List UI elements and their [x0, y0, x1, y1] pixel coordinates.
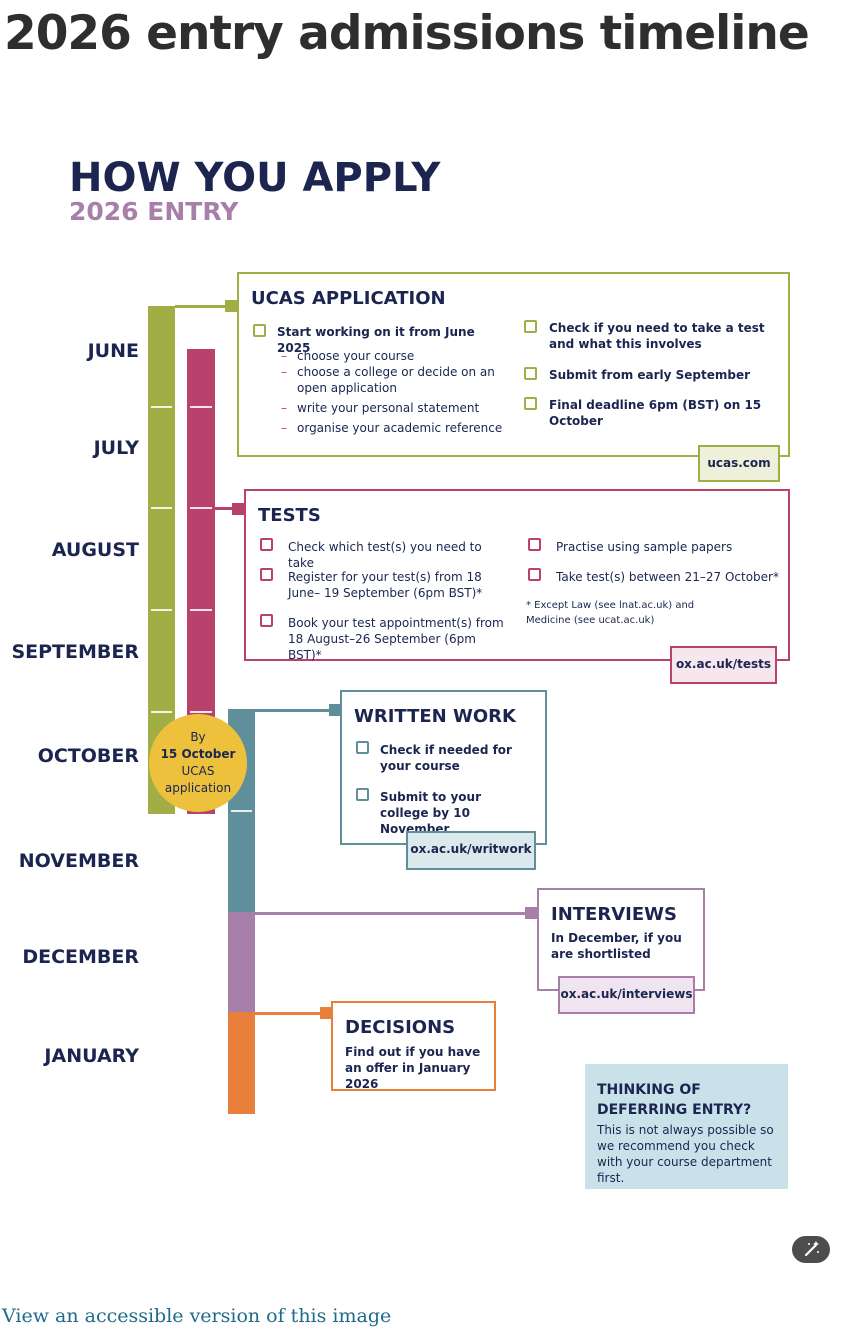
tests-link[interactable]: ox.ac.uk/tests — [670, 646, 777, 684]
tests-connector — [215, 507, 239, 510]
checkbox-icon — [260, 568, 273, 581]
written-work-panel: WRITTEN WORK Check if needed for your co… — [340, 690, 547, 845]
checkbox-icon — [524, 367, 537, 380]
decisions-title: DECISIONS — [345, 1017, 456, 1038]
checkbox-icon — [260, 614, 273, 627]
interviews-connector-marker — [525, 907, 537, 919]
deferring-text: This is not always possible so we recomm… — [597, 1123, 774, 1185]
checkbox-icon — [260, 538, 273, 551]
checkbox-icon — [524, 320, 537, 333]
magic-wand-button[interactable] — [792, 1236, 830, 1263]
tests-footnote: * Except Law (see lnat.ac.uk) and Medici… — [526, 600, 695, 626]
month-june: JUNE — [87, 340, 139, 362]
month-december: DECEMBER — [22, 946, 139, 968]
written-title: WRITTEN WORK — [354, 706, 516, 727]
ucas-link[interactable]: ucas.com — [698, 445, 780, 482]
ucas-title: UCAS APPLICATION — [251, 288, 446, 309]
deferring-entry-box: THINKING OF DEFERRING ENTRY? This is not… — [585, 1064, 788, 1189]
infographic-subtitle: 2026 ENTRY — [69, 197, 239, 226]
interviews-connector — [255, 912, 531, 915]
checkbox-icon — [356, 741, 369, 754]
month-january: JANUARY — [44, 1045, 139, 1067]
tests-title: TESTS — [258, 505, 321, 526]
interviews-title: INTERVIEWS — [551, 904, 677, 925]
ucas-connector — [175, 305, 231, 308]
infographic-title: HOW YOU APPLY — [69, 155, 441, 201]
month-november: NOVEMBER — [18, 850, 139, 872]
magic-wand-icon — [804, 1241, 819, 1257]
month-september: SEPTEMBER — [11, 641, 139, 663]
tests-connector-marker — [232, 503, 244, 515]
month-october: OCTOBER — [37, 745, 139, 767]
month-july: JULY — [93, 437, 139, 459]
ucas-connector-marker — [225, 300, 237, 312]
checkbox-icon — [524, 397, 537, 410]
ucas-deadline-badge: By 15 October UCAS application — [149, 714, 247, 812]
decisions-timeline-bar — [228, 1012, 255, 1114]
page-title: 2026 entry admissions timeline — [4, 6, 810, 61]
written-connector-marker — [329, 704, 341, 716]
decisions-connector-marker — [320, 1007, 332, 1019]
interviews-link[interactable]: ox.ac.uk/interviews — [558, 976, 695, 1014]
ucas-panel: UCAS APPLICATION Start working on it fro… — [237, 272, 790, 457]
month-august: AUGUST — [51, 539, 139, 561]
decisions-panel: DECISIONS Find out if you have an offer … — [331, 1001, 496, 1091]
tests-panel: TESTS Check which test(s) you need to ta… — [244, 489, 790, 662]
checkbox-icon — [528, 538, 541, 551]
checkbox-icon — [528, 568, 541, 581]
checkbox-icon — [356, 788, 369, 801]
checkbox-icon — [253, 324, 266, 337]
written-work-link[interactable]: ox.ac.uk/writwork — [406, 831, 536, 870]
decisions-connector — [255, 1012, 325, 1015]
written-connector — [255, 709, 335, 712]
accessible-version-link[interactable]: View an accessible version of this image — [2, 1305, 392, 1327]
interviews-panel: INTERVIEWS In December, if you are short… — [537, 888, 705, 991]
interviews-timeline-bar — [228, 912, 255, 1012]
deferring-title: THINKING OF DEFERRING ENTRY? — [597, 1082, 752, 1118]
